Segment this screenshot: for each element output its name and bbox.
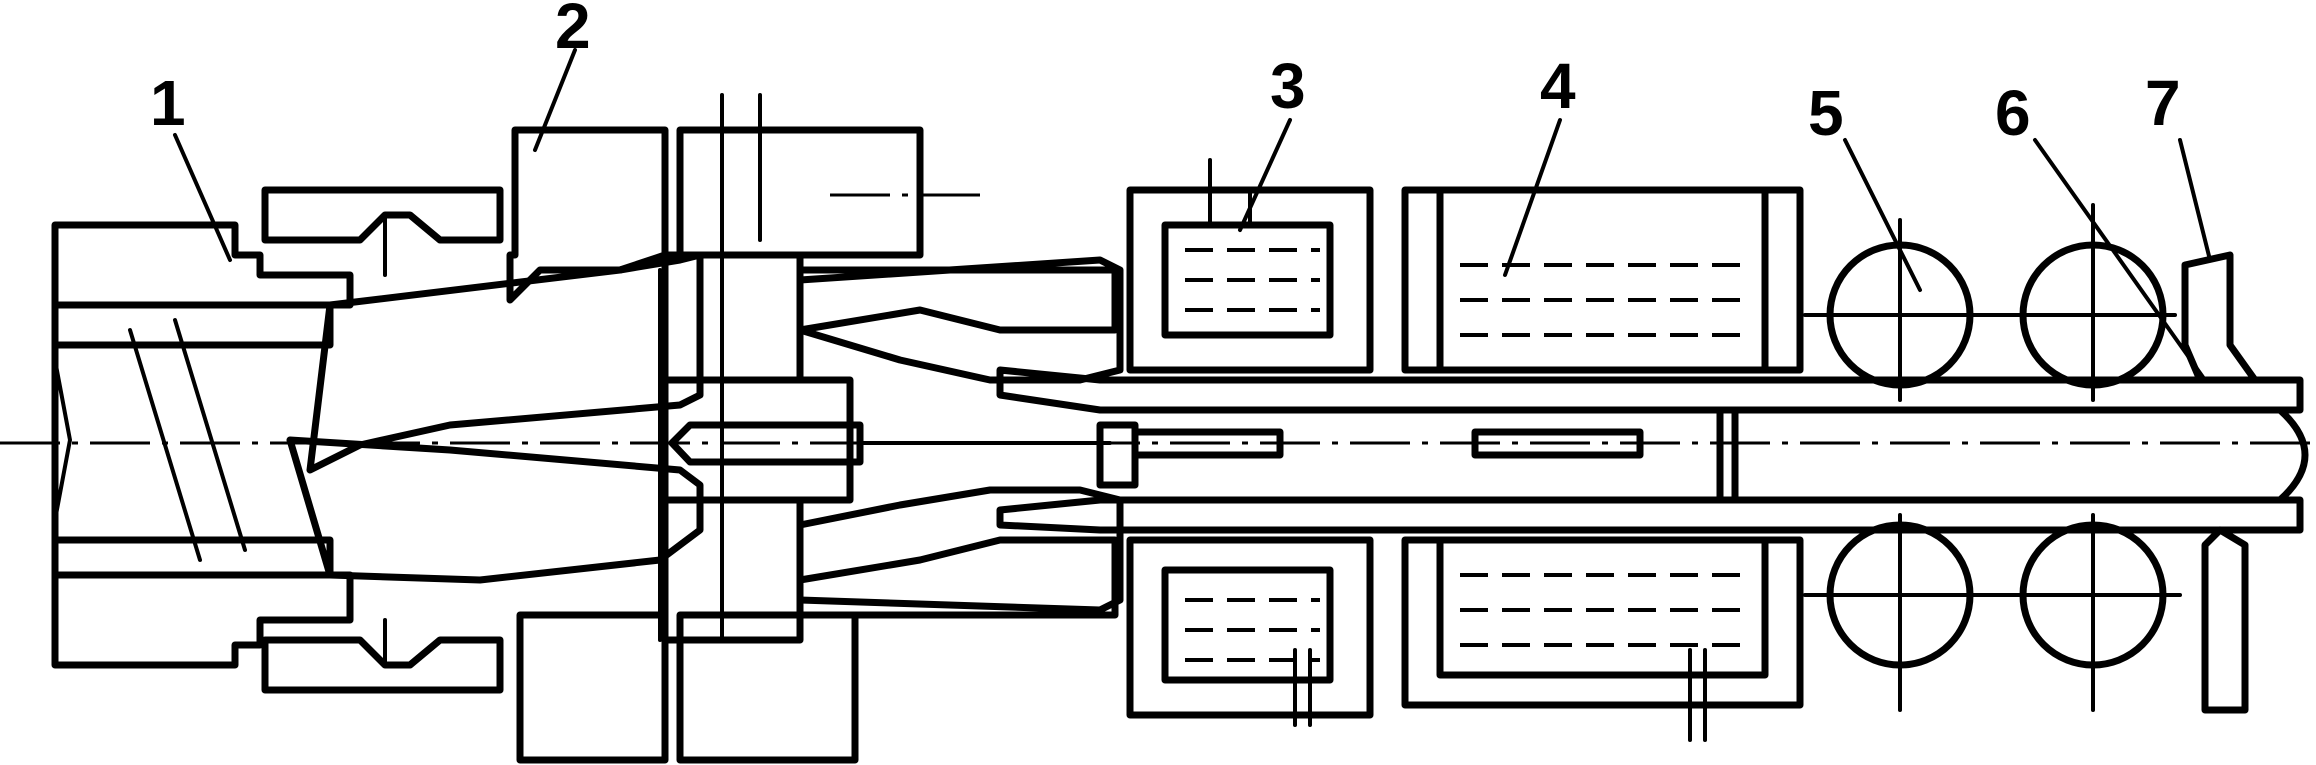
label-part-1: 1: [150, 67, 186, 139]
cutter-blade: [2181, 251, 2259, 714]
sizing-sleeve: [1126, 158, 1374, 727]
spider-block: [658, 251, 854, 644]
extruder-barrel: [51, 221, 354, 669]
flange-clamp: [261, 186, 504, 694]
extruded-pipe: [996, 366, 2309, 534]
die-outer: [796, 266, 1119, 619]
extruder-screw: [53, 318, 247, 562]
die-head-body: [506, 93, 980, 764]
leader-lines: [173, 48, 2212, 382]
haul-off-rollers: [1803, 203, 2182, 712]
label-part-5: 5: [1808, 77, 1844, 149]
label-part-6: 6: [1995, 77, 2031, 149]
label-part-2: 2: [555, 0, 591, 62]
label-part-7: 7: [2145, 67, 2181, 139]
mandrel-pin: [668, 421, 1644, 489]
melt-channel: [286, 251, 1124, 614]
label-part-3: 3: [1270, 50, 1306, 122]
cooling-tank: [1401, 186, 1804, 742]
label-part-4: 4: [1540, 50, 1576, 122]
